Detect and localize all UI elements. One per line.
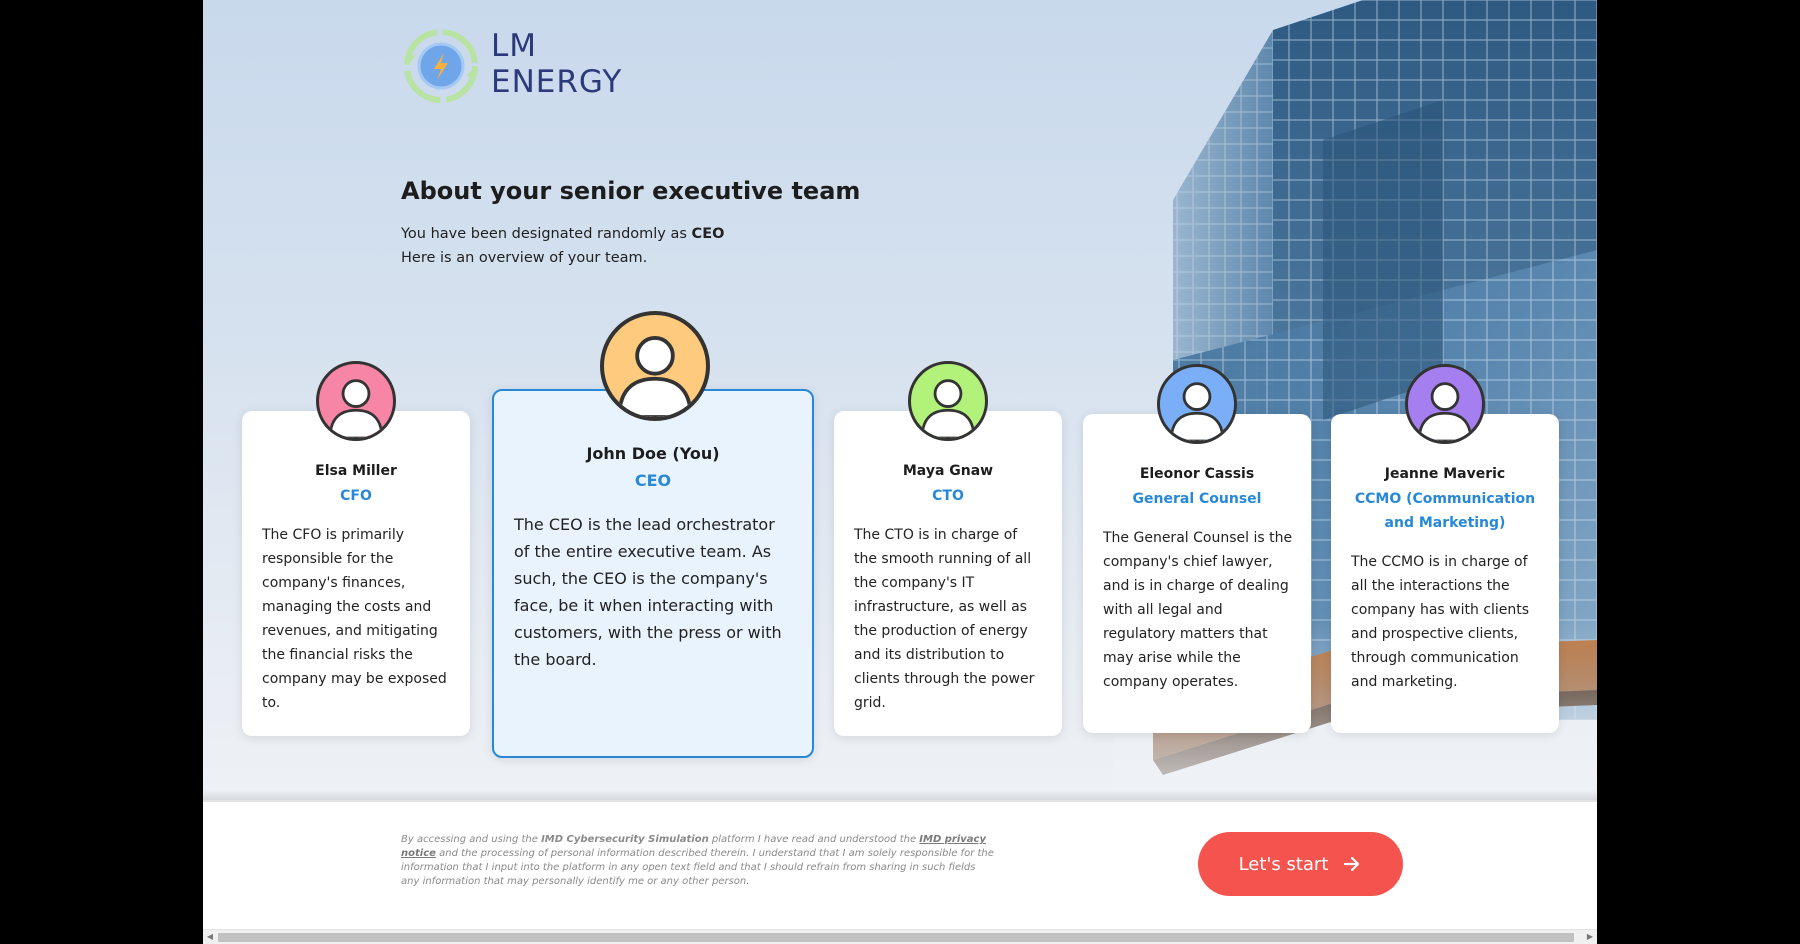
intro-line-2: Here is an overview of your team.: [401, 250, 648, 266]
brand-logo: LM ENERGY: [401, 24, 641, 110]
platform-name: IMD Cybersecurity Simulation: [541, 834, 709, 845]
avatar: [600, 311, 710, 421]
brand-line-1: LM: [491, 28, 538, 64]
avatar: [316, 361, 396, 441]
hero-section: LM ENERGY About your senior executive te…: [203, 0, 1597, 800]
member-description: The CCMO is in charge of all the interac…: [1351, 554, 1530, 690]
member-role: CTO: [932, 488, 964, 504]
lets-start-button[interactable]: Let's start: [1198, 832, 1403, 896]
avatar: [908, 361, 988, 441]
intro-role: CEO: [691, 226, 725, 242]
energy-bolt-icon: [404, 29, 478, 103]
member-description: The CTO is in charge of the smooth runni…: [854, 527, 1035, 711]
avatar: [1405, 364, 1485, 444]
user-icon: [1169, 382, 1225, 441]
disclaimer-part-2: platform I have read and understood the: [708, 834, 920, 845]
member-description: The CEO is the lead orchestrator of the …: [514, 515, 782, 669]
member-name: Eleonor Cassis: [1139, 466, 1255, 482]
member-role: CFO: [340, 488, 372, 504]
team-card-ceo: John Doe (You) CEO The CEO is the lead o…: [492, 311, 814, 758]
user-icon: [617, 336, 693, 417]
brand-name: LM ENERGY: [491, 28, 622, 100]
team-card-general-counsel: Eleonor Cassis General Counsel The Gener…: [1083, 364, 1311, 733]
horizontal-scrollbar[interactable]: ◀ ▶: [203, 929, 1597, 944]
team-card-ccmo: Jeanne Maveric CCMO (Communication and M…: [1331, 364, 1559, 733]
member-description: The General Counsel is the company's chi…: [1103, 530, 1293, 690]
start-button-label: Let's start: [1238, 853, 1329, 875]
disclaimer-part-1: By accessing and using the: [401, 834, 542, 845]
disclaimer-part-3: and the processing of personal informati…: [401, 848, 994, 887]
member-role: CCMO (Communication and Marketing): [1354, 491, 1536, 531]
scroll-right-icon[interactable]: ▶: [1586, 932, 1594, 941]
intro-text: You have been designated randomly as CEO…: [401, 222, 724, 270]
team-card-cto: Maya Gnaw CTO The CTO is in charge of th…: [834, 361, 1062, 736]
member-role: General Counsel: [1132, 491, 1262, 507]
user-icon: [920, 379, 976, 438]
brand-line-2: ENERGY: [491, 64, 623, 100]
team-card-cfo: Elsa Miller CFO The CFO is primarily res…: [242, 361, 470, 736]
scroll-left-icon[interactable]: ◀: [206, 932, 214, 941]
app-window: LM ENERGY About your senior executive te…: [203, 0, 1597, 944]
member-name: Jeanne Maveric: [1384, 466, 1506, 482]
privacy-disclaimer: By accessing and using the IMD Cybersecu…: [401, 833, 996, 889]
member-name: Maya Gnaw: [902, 463, 994, 479]
avatar: [1157, 364, 1237, 444]
intro-prefix: You have been designated randomly as: [401, 226, 692, 242]
user-icon: [328, 379, 384, 438]
privacy-notice-link[interactable]: IMD privacy notice: [401, 834, 986, 859]
page-title: About your senior executive team: [401, 177, 861, 205]
member-name: Elsa Miller: [315, 463, 397, 479]
member-description: The CFO is primarily responsible for the…: [262, 527, 447, 711]
arrow-right-icon: [1344, 856, 1360, 872]
user-icon: [1417, 382, 1473, 441]
member-role: CEO: [634, 471, 672, 490]
hero-divider: [203, 790, 1597, 802]
member-name: John Doe (You): [586, 444, 720, 463]
scrollbar-thumb[interactable]: [218, 933, 1574, 942]
